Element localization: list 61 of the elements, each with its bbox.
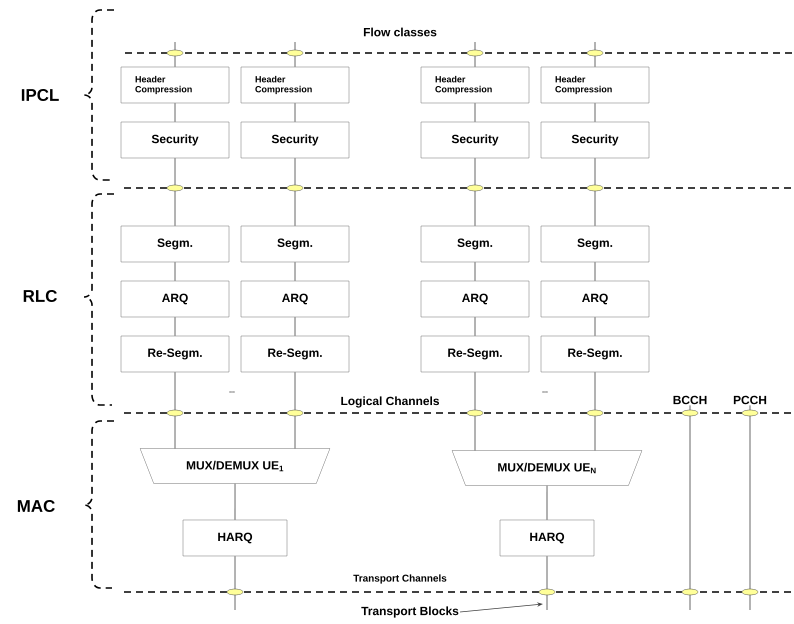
process-box: Security xyxy=(120,122,230,158)
connector-line xyxy=(546,485,548,520)
process-box: Security xyxy=(420,122,530,158)
channel-label: Transport Blocks xyxy=(361,606,458,618)
process-box: Security xyxy=(240,122,350,158)
process-box: Re-Segm. xyxy=(240,336,350,372)
process-box: ARQ xyxy=(120,280,230,318)
process-box: Segm. xyxy=(120,226,230,262)
process-box: HARQ xyxy=(500,520,594,556)
process-box: Header Compression xyxy=(240,66,350,104)
connector-line xyxy=(474,316,476,336)
layer-name: MAC xyxy=(18,500,55,512)
connector-line xyxy=(294,102,296,122)
connector-line xyxy=(474,102,476,122)
connector-line xyxy=(174,158,176,226)
connector-line xyxy=(474,158,476,226)
connector-line xyxy=(594,316,596,336)
layer-name: IPCL xyxy=(22,89,59,101)
process-box: Re-Segm. xyxy=(120,336,230,372)
connector-line xyxy=(294,316,296,336)
process-box: Re-Segm. xyxy=(540,336,650,372)
process-box: HARQ xyxy=(182,520,288,556)
process-box: Re-Segm. xyxy=(420,336,530,372)
process-box: Security xyxy=(540,122,650,158)
connector-line xyxy=(174,316,176,336)
connector-line xyxy=(174,262,176,282)
process-box: ARQ xyxy=(240,280,350,318)
process-box: ARQ xyxy=(420,280,530,318)
layer-title: Transport Channels xyxy=(353,574,446,584)
connector-line xyxy=(546,556,548,610)
multiplexer: MUX/DEMUX UE$_{N}$ xyxy=(452,450,642,486)
connector-line xyxy=(594,372,596,451)
process-box: Segm. xyxy=(540,226,650,262)
process-box: Segm. xyxy=(420,226,530,262)
connector-line xyxy=(294,262,296,282)
multiplexer: MUX/DEMUX UE$_{1}$ xyxy=(140,448,330,484)
connector-line xyxy=(174,102,176,122)
process-box: Header Compression xyxy=(120,66,230,104)
connector-line xyxy=(474,372,476,451)
layer-title: Logical Channels xyxy=(341,396,439,408)
connector-line xyxy=(234,556,236,610)
connector-line xyxy=(594,42,596,68)
connector-line xyxy=(174,372,176,449)
process-box: Header Compression xyxy=(540,66,650,104)
process-box: Header Compression xyxy=(420,66,530,104)
connector-line xyxy=(294,42,296,68)
process-box: Segm. xyxy=(240,226,350,262)
connector-line xyxy=(474,262,476,282)
connector-line xyxy=(174,42,176,68)
channel-label: PCCH xyxy=(734,396,766,404)
channel-label: BCCH xyxy=(674,396,706,404)
connector-line xyxy=(594,158,596,226)
connector-line xyxy=(474,42,476,68)
process-box: ARQ xyxy=(540,280,650,318)
connector-line xyxy=(294,158,296,226)
layer-title: Flow classes xyxy=(364,28,436,36)
layer-name: RLC xyxy=(24,290,57,302)
connector-line xyxy=(294,372,296,449)
connector-line xyxy=(234,483,236,520)
connector-line xyxy=(594,102,596,122)
connector-line xyxy=(594,262,596,282)
